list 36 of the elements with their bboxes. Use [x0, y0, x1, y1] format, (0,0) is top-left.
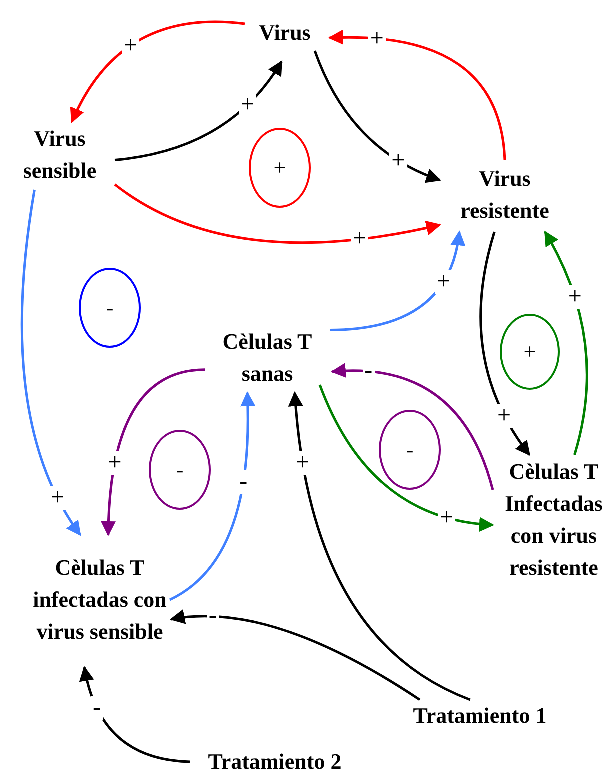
variable-label: Virus sensible	[5, 122, 115, 188]
variable-label: Cèlulas T Infectadas con virus resistente	[493, 455, 615, 585]
arrow	[70, 20, 246, 124]
variable-label: Virus resistente	[440, 160, 570, 230]
arrow	[314, 50, 442, 183]
variable-label: Cèlulas T infectadas con virus sensible	[30, 535, 170, 665]
variable-label: Virus	[245, 15, 325, 51]
loop-marker: -	[79, 268, 141, 348]
polarity-label: -	[90, 696, 103, 720]
loop-marker: -	[379, 410, 441, 490]
arrow	[330, 230, 465, 332]
arrow	[169, 391, 256, 602]
polarity-label: +	[496, 404, 514, 428]
arrow	[544, 230, 588, 456]
loop-marker: +	[249, 128, 311, 208]
arrow	[328, 30, 506, 160]
arrow	[331, 364, 494, 490]
polarity-label: +	[106, 450, 124, 475]
arrow	[288, 391, 471, 702]
polarity-label: +	[239, 93, 257, 118]
polarity-label: -	[238, 470, 250, 494]
arrow	[101, 368, 206, 536]
loop-marker: -	[149, 430, 211, 510]
arrow	[80, 666, 190, 764]
loop-marker: +	[500, 314, 560, 390]
polarity-label: +	[48, 486, 66, 510]
arrow	[318, 384, 494, 532]
arrow	[114, 60, 283, 162]
variable-label: Cèlulas T sanas	[205, 325, 330, 391]
variable-label: Tratamiento 2	[190, 746, 360, 778]
polarity-label: +	[435, 270, 453, 294]
arrow	[170, 610, 421, 702]
variable-label: Tratamiento 1	[400, 700, 560, 732]
arrow	[20, 190, 82, 536]
arrow	[114, 184, 442, 244]
arrow	[480, 232, 531, 456]
